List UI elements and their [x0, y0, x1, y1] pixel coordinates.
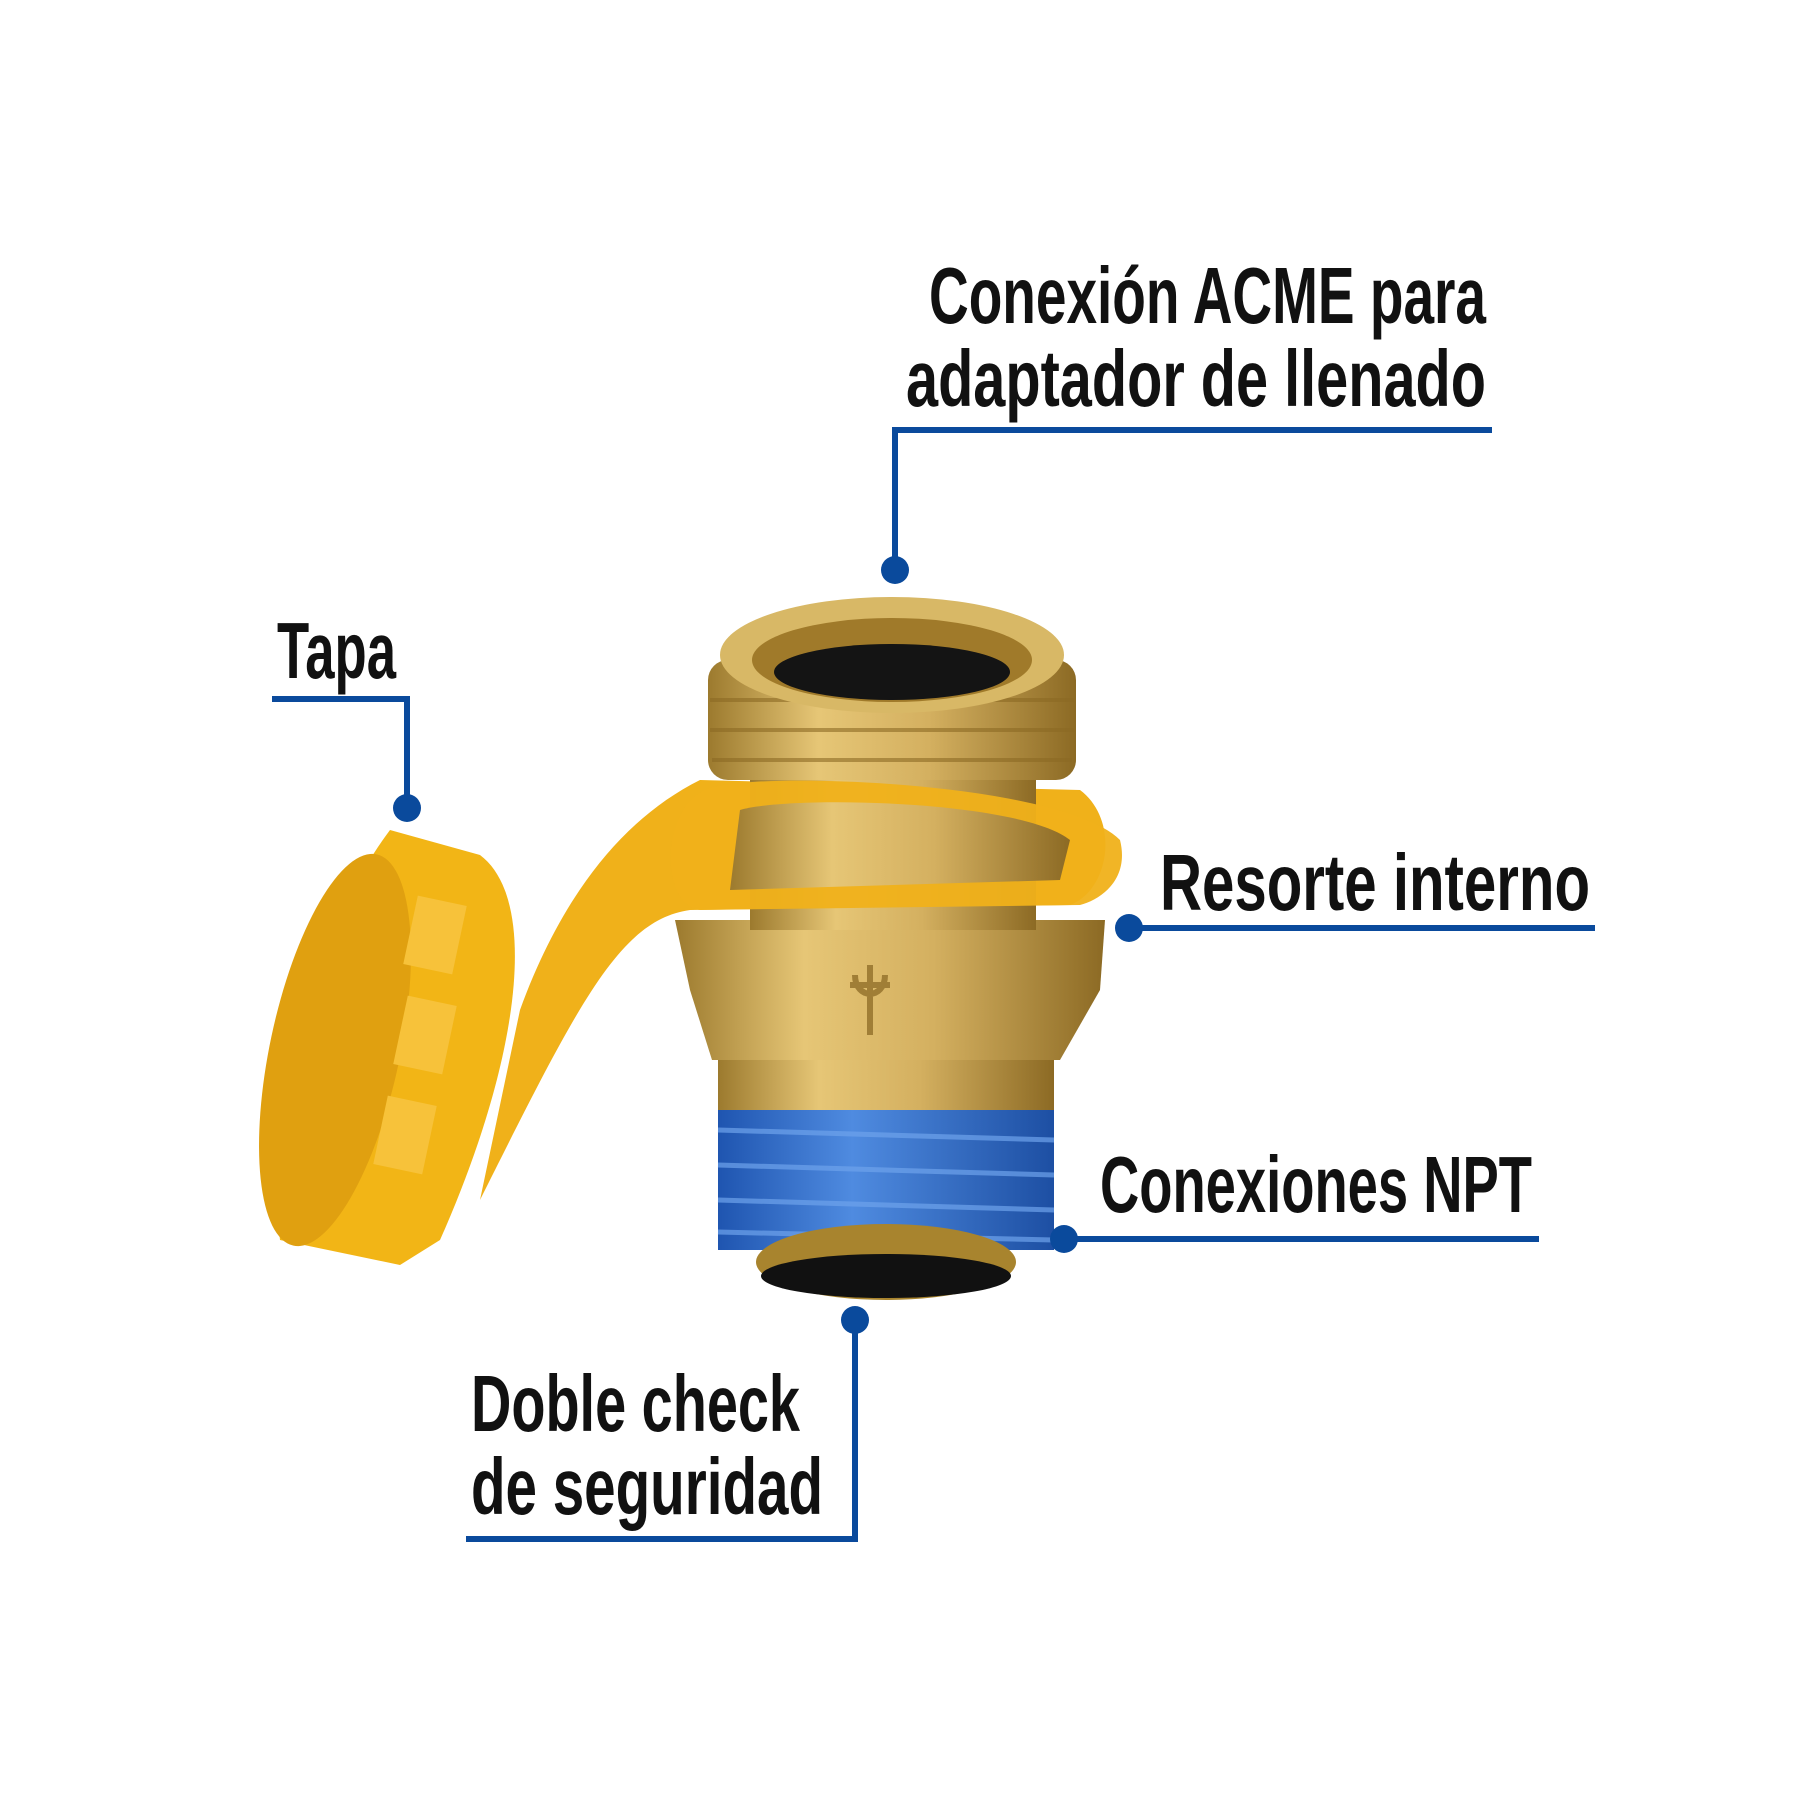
label-npt: Conexiones NPT [1100, 1140, 1532, 1229]
callout-dot [393, 794, 421, 822]
callout-dot [841, 1306, 869, 1334]
callout-acme: Conexión ACME para adaptador de llenado [881, 251, 1492, 584]
leader-line [892, 427, 1492, 570]
label-tapa: Tapa [277, 606, 396, 695]
cap-tapa [259, 830, 515, 1265]
leader-line [466, 1320, 858, 1542]
label-check-line2: de seguridad [471, 1442, 823, 1531]
label-resorte: Resorte interno [1160, 838, 1590, 927]
hex-body [675, 920, 1105, 1060]
callout-dot [1050, 1225, 1078, 1253]
callout-resorte: Resorte interno [1115, 838, 1595, 942]
trident-logo-icon [850, 965, 890, 1035]
label-acme-line2: adaptador de llenado [906, 334, 1486, 423]
callout-dot [1115, 914, 1143, 942]
label-check-line1: Doble check [471, 1359, 800, 1448]
valve-illustration [259, 597, 1122, 1300]
callout-dot [881, 556, 909, 584]
callout-check: Doble check de seguridad [466, 1306, 869, 1542]
callout-npt: Conexiones NPT [1050, 1140, 1539, 1253]
label-acme-line1: Conexión ACME para [929, 251, 1486, 340]
leader-line [272, 696, 410, 808]
callout-tapa: Tapa [272, 606, 421, 822]
